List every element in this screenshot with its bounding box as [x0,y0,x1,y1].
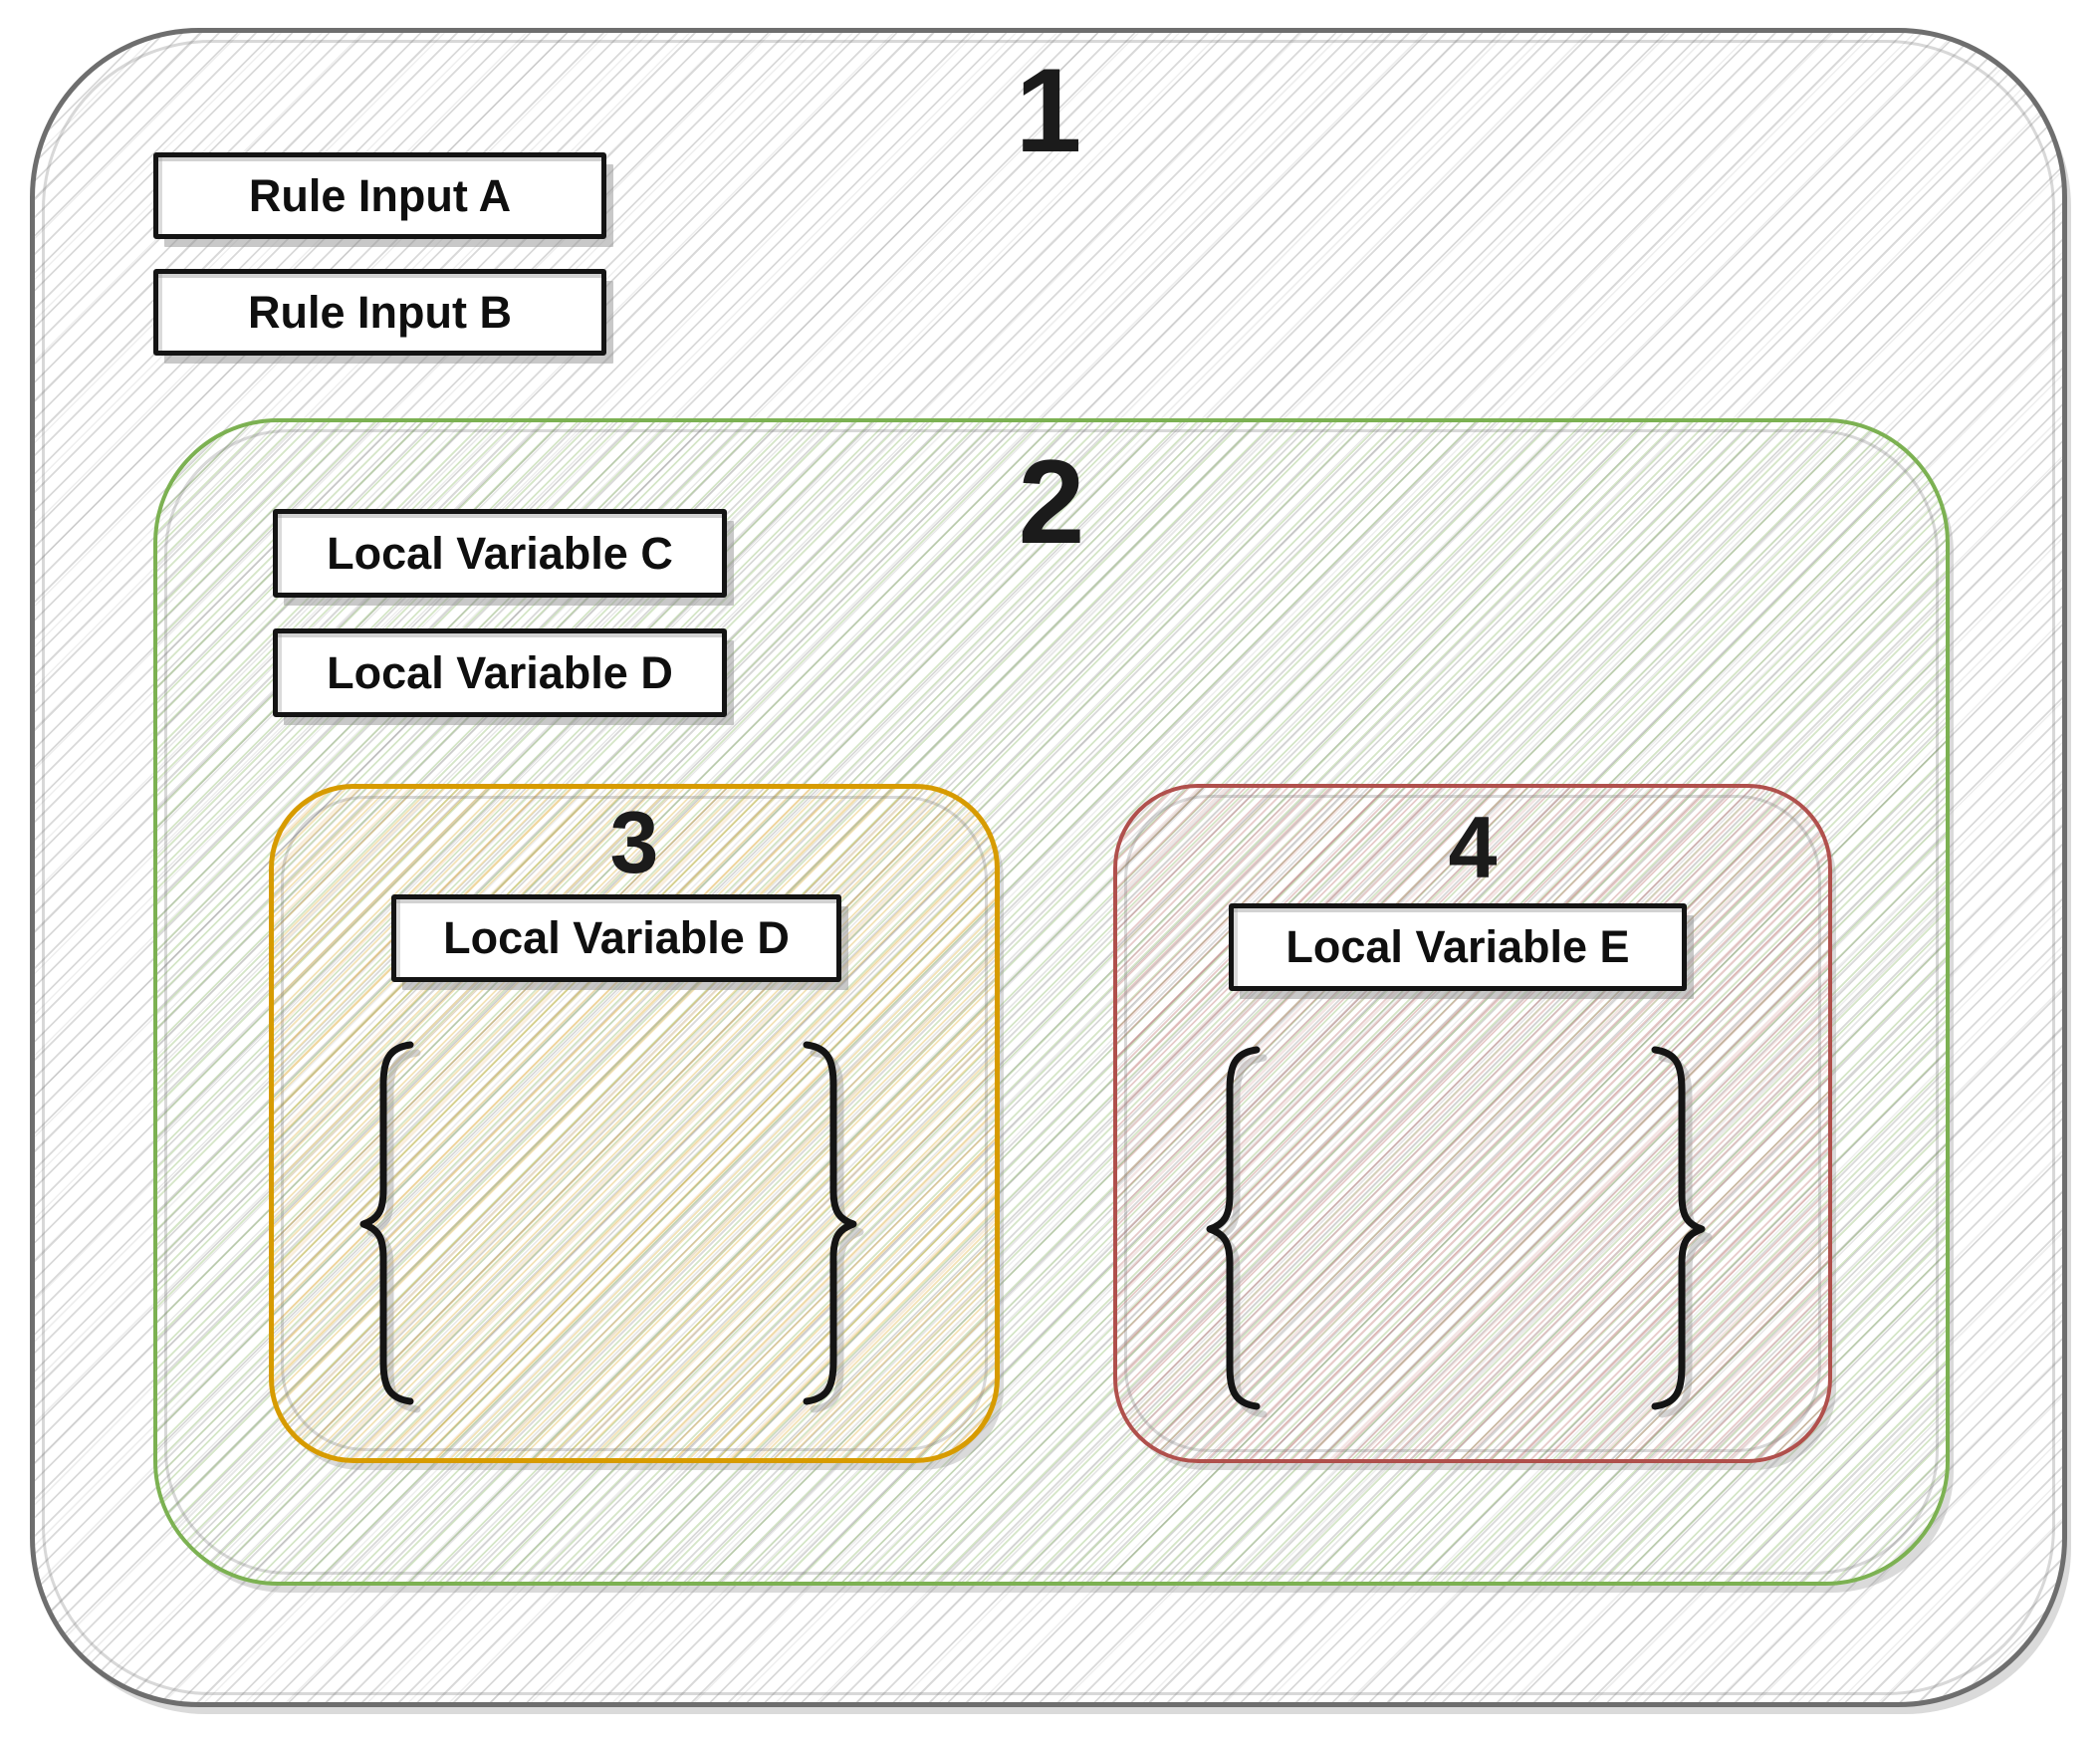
curly-brace-left-icon [1206,1046,1261,1410]
scope-3-box: 3 Local Variable D [269,784,1000,1463]
scope-4-number: 4 [1448,798,1498,896]
scope-4-box: 4 Local Variable E [1113,784,1832,1463]
rule-input-b-box: Rule Input B [153,269,606,356]
scope-3-local-variable-d-box: Local Variable D [391,894,841,982]
local-variable-d-box: Local Variable D [273,628,727,717]
rule-input-a-box: Rule Input A [153,152,606,239]
local-variable-e-box: Local Variable E [1229,903,1687,991]
curly-brace-left-icon [359,1041,414,1405]
local-variable-c-box: Local Variable C [273,509,727,598]
scope-1-number: 1 [1015,44,1082,177]
scope-2-number: 2 [1018,435,1085,569]
scope-3-number: 3 [609,793,659,891]
curly-brace-right-icon [803,1041,857,1405]
scope-1-box: 1 Rule Input A Rule Input B 2 Local Vari… [30,28,2067,1707]
curly-brace-right-icon [1651,1046,1706,1410]
scope-2-box: 2 Local Variable C Local Variable D 3 Lo… [153,418,1950,1586]
